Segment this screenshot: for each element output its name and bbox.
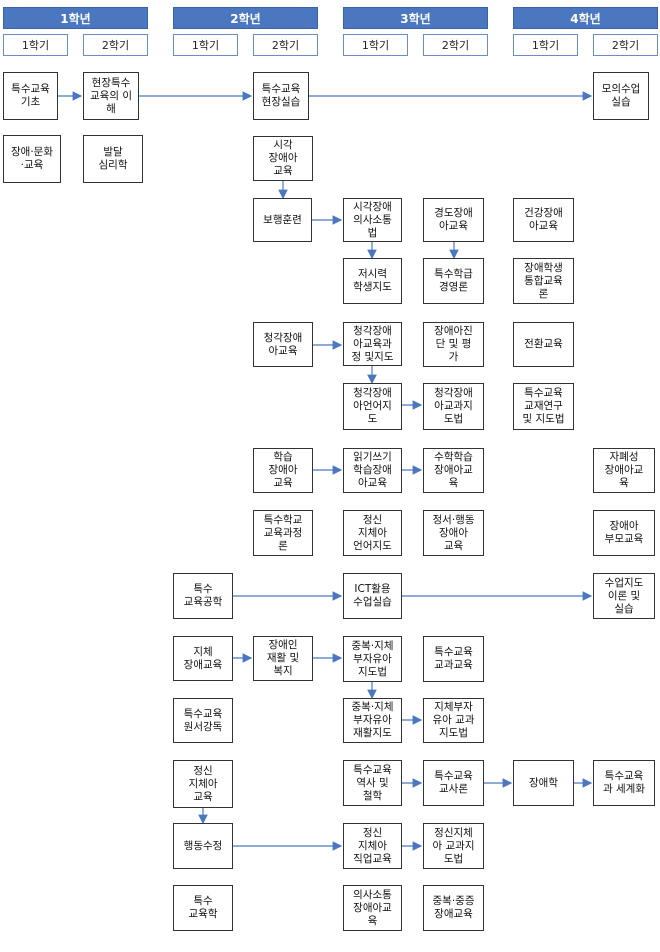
semester-header-1-1: 1학기 [3,34,68,56]
semester-header-3-1: 1학기 [343,34,408,56]
year-header-1: 1학년 [3,7,148,29]
semester-header-2-1: 1학기 [173,34,238,56]
semester-header-4-1: 1학기 [513,34,578,56]
course-box: 전환교육 [513,322,574,367]
year-header-3: 3학년 [343,7,488,29]
course-box: 보행훈련 [253,198,312,242]
course-box: 행동수정 [173,823,233,869]
semester-header-3-2: 2학기 [423,34,488,56]
course-box: 장애·문화·교육 [3,135,61,183]
year-header-4: 4학년 [513,7,658,29]
semester-header-2-2: 2학기 [253,34,318,56]
semester-header-1-2: 2학기 [83,34,148,56]
semester-header-4-2: 2학기 [593,34,658,56]
year-header-2: 2학년 [173,7,318,29]
course-box: 장애학 [513,760,574,806]
